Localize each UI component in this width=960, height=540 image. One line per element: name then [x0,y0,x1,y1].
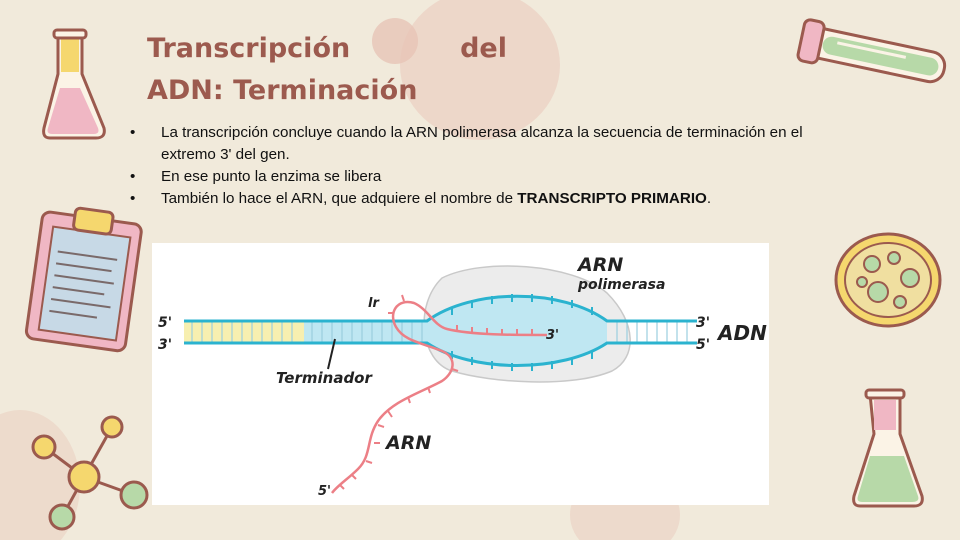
dna-template-strand-top [184,294,697,323]
label-terminador: Terminador [276,369,373,387]
bold-term: TRANSCRIPTO PRIMARIO [517,190,707,207]
label-5-bottom-right: 5' [696,337,710,353]
label-5-rna-end: 5' [318,484,331,499]
label-hairpin: lr [368,296,380,311]
terminator-region [184,321,304,343]
test-tube-icon [796,18,947,84]
clipboard-icon [24,206,143,353]
molecule-icon [31,415,149,531]
label-5-top-left: 5' [158,315,172,331]
title-word-del: del [460,33,507,64]
label-3-top-right: 3' [696,315,710,331]
label-3-rna-inside: 3' [546,328,559,343]
diagram-svg: 5' 3' 3' 5' 3' lr ARN polimerasa ADN Ter… [158,254,767,499]
petri-dish-icon [834,232,942,328]
bullet-list: La transcripción concluye cuando la ARN … [128,122,808,210]
dna-rungs-right [616,321,688,343]
rna-strand [331,300,548,494]
title-line-2: ADN: Terminación [147,75,418,106]
slide-title: Transcripción del ADN: Terminación [147,28,507,112]
label-arn-polimerasa-line2: polimerasa [577,277,665,293]
label-arn-polimerasa-line1: ARN [576,254,623,276]
label-arn: ARN [384,432,431,454]
terminator-pointer [327,338,336,370]
bullet-item: También lo hace el ARN, que adquiere el … [128,188,808,210]
decor-blob-pink [400,0,560,140]
bullet-item: En ese punto la enzima se libera [128,166,808,188]
label-3-bottom-left: 3' [158,337,172,353]
transcription-diagram: 5' 3' 3' 5' 3' lr ARN polimerasa ADN Ter… [152,243,769,505]
bullet-item: La transcripción concluye cuando la ARN … [128,122,808,166]
rna-ticks [339,294,533,490]
flask-icon-right [852,388,924,508]
flask-icon [42,28,106,140]
decor-blob-pink-small [372,18,418,64]
label-adn: ADN [716,321,767,345]
title-word-transcripcion: Transcripción [147,33,351,64]
dna-rungs-left [191,321,423,343]
